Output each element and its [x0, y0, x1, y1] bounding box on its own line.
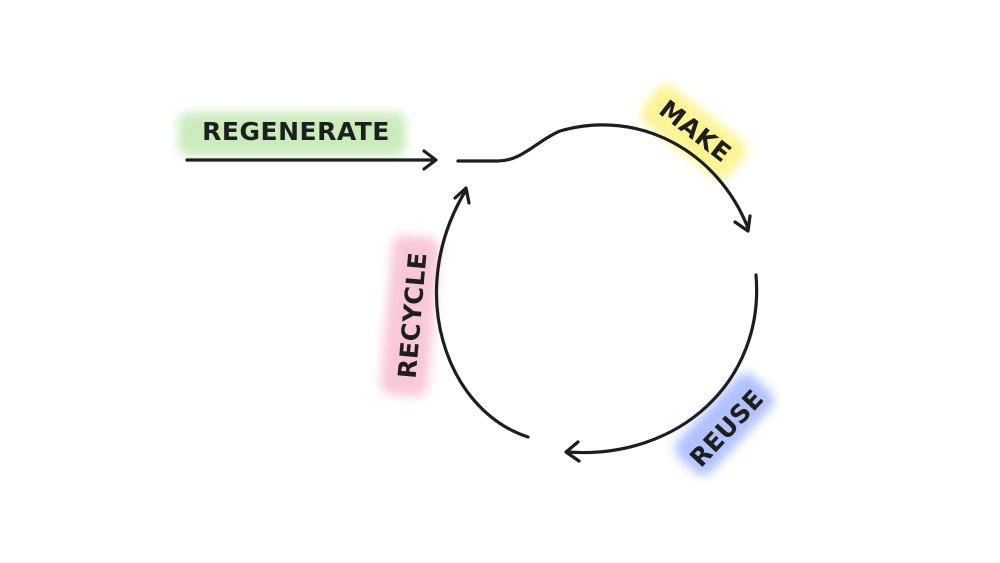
make-highlight — [640, 85, 747, 180]
regenerate-highlight — [178, 112, 406, 156]
make-arc — [456, 123, 750, 230]
reuse-arc — [565, 273, 759, 455]
arrowhead-icon — [564, 440, 581, 463]
arrowhead-icon — [733, 214, 752, 233]
recycle-arc — [435, 188, 530, 439]
arrowhead-icon — [422, 149, 438, 171]
recycle-highlight — [380, 235, 440, 397]
reuse-highlight — [674, 373, 774, 476]
regenerate-label: REGENERATE — [202, 117, 390, 146]
arrowhead-icon — [453, 186, 471, 205]
